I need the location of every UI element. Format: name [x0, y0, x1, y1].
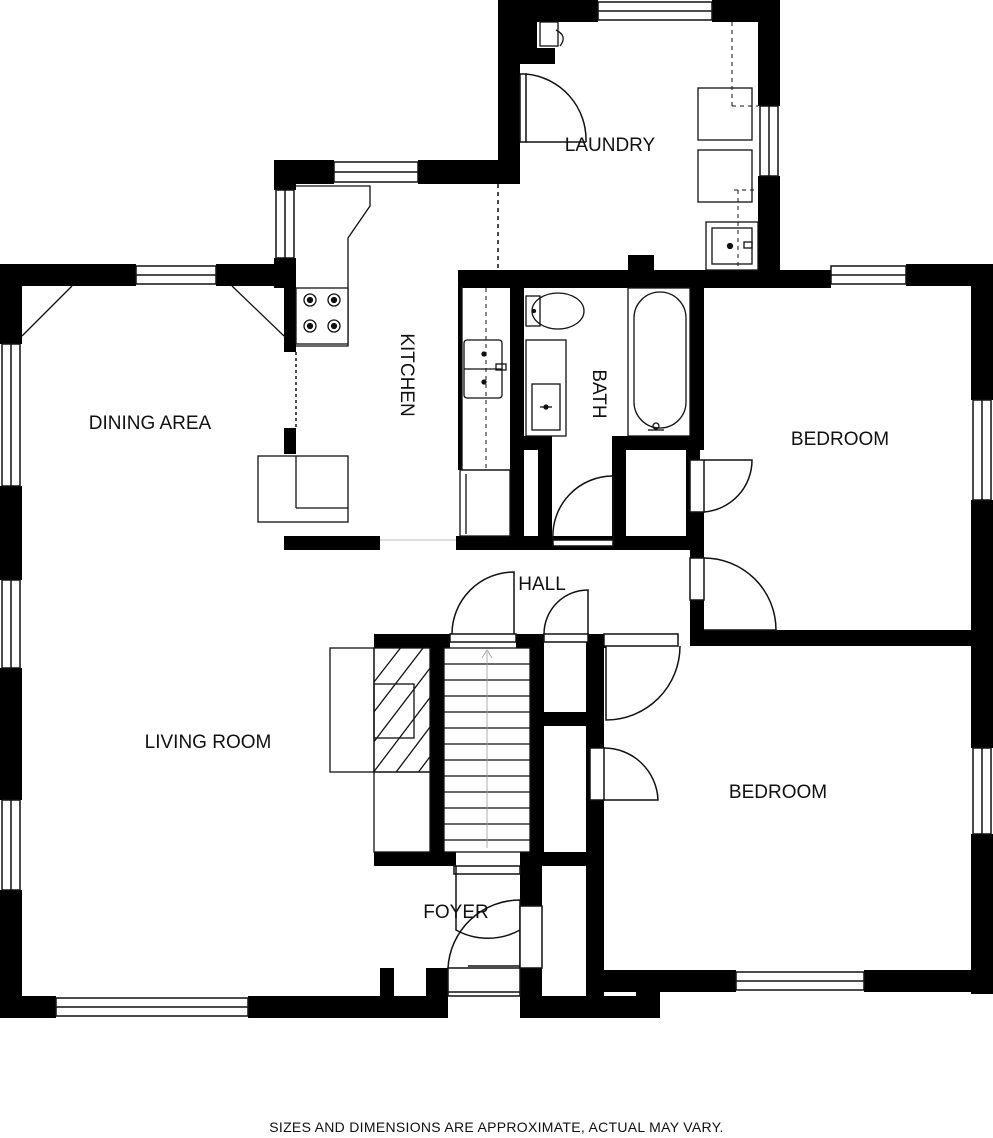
door — [453, 865, 521, 875]
door — [589, 747, 605, 801]
door — [519, 905, 543, 969]
door-swing — [552, 475, 614, 541]
door — [689, 557, 705, 601]
room-label-bath: BATH — [588, 369, 609, 418]
door-swing — [525, 73, 587, 143]
door — [689, 459, 705, 513]
door-swing — [451, 571, 515, 635]
door — [519, 73, 527, 143]
sink-icon — [531, 383, 561, 431]
room-label-kitchen: KITCHEN — [396, 333, 417, 416]
washer — [697, 87, 753, 141]
windows — [1, 1, 992, 1017]
kitchen-island — [257, 455, 349, 523]
vanity — [525, 339, 567, 437]
disclaimer-text: SIZES AND DIMENSIONS ARE APPROXIMATE, AC… — [269, 1119, 724, 1135]
door — [552, 539, 614, 547]
dryer — [697, 149, 753, 203]
toilet-tank — [525, 295, 541, 327]
floor-plan: LAUNDRY KITCHEN BATH DINING AREA BEDROOM… — [0, 0, 993, 1018]
door-swing — [543, 589, 589, 635]
door-swing — [455, 866, 521, 940]
door-swing — [603, 747, 659, 801]
room-label-dining-area: DINING AREA — [89, 413, 212, 434]
fireplace — [373, 647, 431, 773]
refrigerator — [459, 469, 511, 537]
fireplace-hearth — [329, 647, 375, 773]
door — [449, 633, 517, 643]
room-label-bedroom-lower: BEDROOM — [729, 782, 827, 803]
stove-icon — [295, 287, 349, 345]
room-label-foyer: FOYER — [423, 902, 488, 923]
door — [543, 633, 589, 643]
closet — [373, 771, 431, 853]
room-label-bedroom-upper: BEDROOM — [791, 429, 889, 450]
fixtures — [21, 21, 759, 853]
staircase — [443, 647, 531, 853]
kitchen-counter — [296, 185, 371, 347]
door-swing — [703, 557, 777, 631]
door-swing — [703, 459, 753, 513]
door — [603, 633, 679, 647]
bathtub-icon — [627, 287, 691, 437]
utility-sink — [705, 221, 759, 271]
door-swing — [605, 645, 681, 721]
room-label-hall: HALL — [518, 574, 566, 595]
room-label-laundry: LAUNDRY — [565, 135, 656, 156]
doors — [295, 73, 777, 997]
door-swing — [447, 899, 521, 969]
room-label-living-room: LIVING ROOM — [145, 732, 272, 753]
